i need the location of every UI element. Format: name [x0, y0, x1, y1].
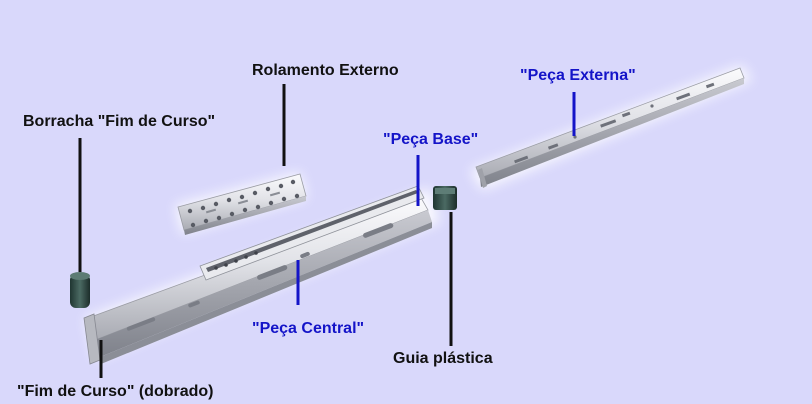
peca-externa-rail [475, 67, 745, 188]
borracha-rubber-stopper [70, 272, 90, 308]
label-peca-central: "Peça Central" [252, 320, 365, 337]
peca-central-rail [87, 195, 432, 364]
label-rolamento-externo: Rolamento Externo [252, 62, 399, 79]
peca-externa-holes [514, 82, 715, 164]
leader-lines [78, 84, 576, 378]
label-fim-de-curso-dobrado: "Fim de Curso" (dobrado) [17, 383, 214, 400]
bearing-balls [187, 179, 300, 228]
label-borracha-fim-de-curso: Borracha "Fim de Curso" [23, 113, 216, 130]
label-guia-plastica: Guia plástica [393, 350, 493, 367]
peca-base-rail [199, 185, 425, 281]
label-peca-base: "Peça Base" [383, 131, 479, 148]
rolamento-externo-cage [177, 173, 307, 235]
label-peca-externa: "Peça Externa" [520, 67, 636, 84]
guia-plastica-block [433, 186, 457, 210]
peca-central-slots [126, 223, 394, 331]
peca-base-bearing-track [214, 251, 258, 270]
